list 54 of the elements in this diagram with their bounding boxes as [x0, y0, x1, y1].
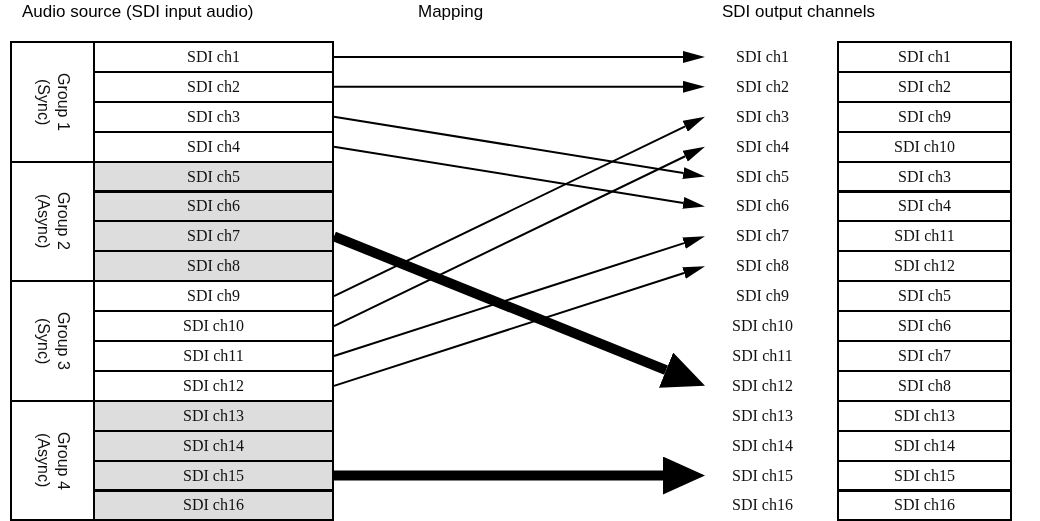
arrow	[333, 146, 705, 328]
group-cell: Group 4 (Async)	[10, 399, 95, 521]
channel-cell: SDI ch9	[837, 100, 1012, 133]
arrow	[333, 116, 705, 298]
column-heading: Mapping	[418, 2, 484, 22]
channel-cell: SDI ch11	[837, 220, 1012, 253]
channel-label: SDI ch4	[705, 130, 820, 163]
arrow	[333, 236, 705, 357]
channel-label: SDI ch10	[705, 310, 820, 342]
channel-cell: SDI ch5	[837, 280, 1012, 313]
channel-cell: SDI ch14	[837, 429, 1012, 462]
channel-cell: SDI ch1	[93, 41, 334, 73]
arrow	[332, 231, 705, 388]
arrow	[334, 456, 705, 495]
channel-label: SDI ch14	[705, 429, 820, 462]
channel-label: SDI ch5	[705, 160, 820, 193]
channel-label: SDI ch12	[705, 369, 820, 402]
channel-cell: SDI ch10	[837, 130, 1012, 163]
arrow	[333, 145, 705, 209]
channel-cell: SDI ch8	[93, 250, 334, 283]
channel-cell: SDI ch2	[837, 70, 1012, 103]
channel-label: SDI ch13	[705, 399, 820, 432]
channel-cell: SDI ch7	[93, 220, 334, 253]
channel-cell: SDI ch16	[93, 489, 334, 521]
channel-cell: SDI ch1	[837, 41, 1012, 73]
channel-cell: SDI ch12	[837, 250, 1012, 283]
group-cell: Group 1 (Sync)	[10, 41, 95, 163]
channel-cell: SDI ch14	[93, 429, 334, 462]
channel-label: SDI ch7	[705, 220, 820, 253]
channel-cell: SDI ch13	[837, 399, 1012, 432]
channel-label: SDI ch11	[705, 340, 820, 372]
arrow	[333, 266, 705, 387]
column-heading: SDI output channels	[722, 2, 876, 22]
channel-label: SDI ch9	[705, 280, 820, 313]
column-heading: Audio source (SDI input audio)	[22, 2, 254, 22]
channel-label: SDI ch15	[705, 459, 820, 492]
channel-cell: SDI ch3	[837, 160, 1012, 193]
channel-cell: SDI ch6	[837, 310, 1012, 342]
channel-label: SDI ch3	[705, 100, 820, 133]
arrow	[333, 80, 705, 93]
channel-label: SDI ch8	[705, 250, 820, 283]
channel-cell: SDI ch13	[93, 399, 334, 432]
channel-label: SDI ch16	[705, 489, 820, 521]
channel-label: SDI ch1	[705, 41, 820, 73]
channel-cell: SDI ch15	[837, 459, 1012, 492]
channel-cell: SDI ch8	[837, 369, 1012, 402]
channel-cell: SDI ch16	[837, 489, 1012, 521]
arrow	[333, 115, 705, 179]
channel-cell: SDI ch7	[837, 340, 1012, 372]
arrow	[333, 50, 705, 63]
channel-label: SDI ch6	[705, 190, 820, 223]
channel-cell: SDI ch5	[93, 160, 334, 193]
channel-label: SDI ch2	[705, 70, 820, 103]
channel-cell: SDI ch15	[93, 459, 334, 492]
